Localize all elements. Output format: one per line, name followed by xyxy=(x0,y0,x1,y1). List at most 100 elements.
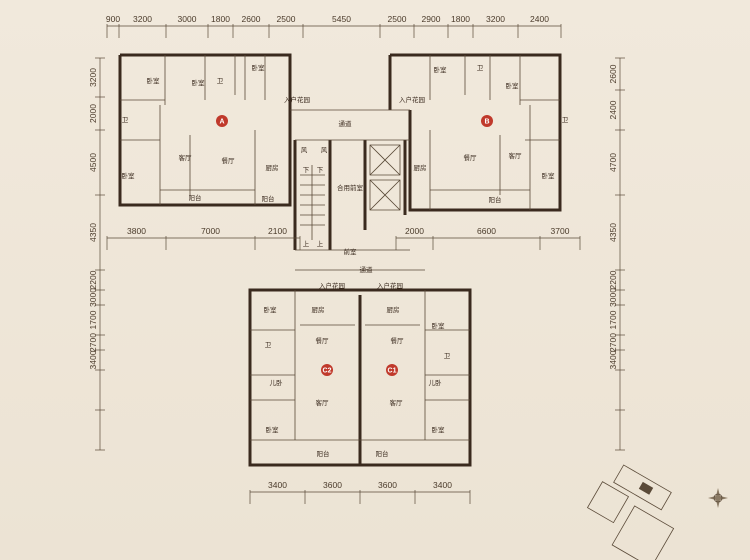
room-label-core: 合用前室 xyxy=(337,183,364,192)
room-label-unit-c2: 卧室 xyxy=(264,305,278,314)
left-dimension-value: 4350 xyxy=(88,223,98,242)
right-dimension-value: 4700 xyxy=(608,153,618,172)
site-key-plan xyxy=(586,464,675,560)
svg-text:A: A xyxy=(219,119,224,126)
room-label-core: 入户花园 xyxy=(377,281,403,290)
room-label-core: 风 xyxy=(301,146,308,154)
room-label-unit-a: 阳台 xyxy=(262,194,275,203)
room-label-core: 通道 xyxy=(360,265,374,274)
middle-dimension-left-value: 2100 xyxy=(268,226,287,236)
room-label-core: 入户花园 xyxy=(319,281,345,290)
top-dimension-value: 2600 xyxy=(242,14,261,24)
left-dimension-value: 4500 xyxy=(88,153,98,172)
right-dimension-value: 1700 xyxy=(608,310,618,329)
compass-rose-icon xyxy=(708,488,728,508)
room-label-unit-c2: 餐厅 xyxy=(316,336,330,345)
room-label-unit-a: 厨房 xyxy=(266,163,279,172)
right-dimension-value: 3000 xyxy=(608,288,618,307)
unit-marker-a: A xyxy=(216,115,228,127)
room-label-unit-a: 卫 xyxy=(122,116,129,124)
left-dimension-value: 1700 xyxy=(88,310,98,329)
right-dimension-value: 2400 xyxy=(608,100,618,119)
left-dimension-value: 2700 xyxy=(88,333,98,352)
right-dimension-value: 2700 xyxy=(608,333,618,352)
room-label-unit-c1: 厨房 xyxy=(387,305,400,314)
room-label-unit-a: 阳台 xyxy=(189,193,202,202)
room-label-unit-a: 餐厅 xyxy=(222,156,236,165)
room-label-unit-b: 厨房 xyxy=(414,163,427,172)
left-dimension-value: 3400 xyxy=(88,350,98,369)
room-label-unit-a: 入户花园 xyxy=(284,95,310,104)
unit-a-walls xyxy=(118,53,292,207)
left-dimension-value: 2200 xyxy=(88,270,98,289)
top-dimension-value: 2500 xyxy=(277,14,296,24)
room-label-unit-c2: 儿卧 xyxy=(270,379,284,387)
svg-text:C2: C2 xyxy=(323,368,332,375)
top-dimension-value: 5450 xyxy=(332,14,351,24)
unit-c-walls xyxy=(248,269,472,467)
top-dimension-value: 3200 xyxy=(486,14,505,24)
room-label-core: 下 xyxy=(303,166,310,174)
room-label-unit-b: 客厅 xyxy=(509,151,523,160)
bottom-dimension-value: 3600 xyxy=(323,480,342,490)
room-label-unit-b: 卫 xyxy=(477,64,484,72)
middle-dimension-left-value: 3800 xyxy=(127,226,146,236)
unit-marker-c2: C2 xyxy=(321,364,333,376)
room-label-unit-b: 卧室 xyxy=(506,81,520,90)
room-label-unit-c1: 客厅 xyxy=(390,398,404,407)
room-label-core: 前室 xyxy=(344,247,358,256)
unit-markers: A B C2 C1 xyxy=(216,115,493,376)
core-walls xyxy=(290,109,410,251)
left-dimension-value: 3000 xyxy=(88,288,98,307)
room-label-unit-b: 卧室 xyxy=(434,65,448,74)
middle-dimension-right-value: 3700 xyxy=(551,226,570,236)
room-label-core: 上 xyxy=(303,239,310,248)
left-dimension-value: 3200 xyxy=(88,68,98,87)
room-label-unit-b: 入户花园 xyxy=(399,95,425,104)
room-label-unit-a: 客厅 xyxy=(179,153,193,162)
room-label-core: 上 xyxy=(317,239,324,248)
bottom-dimension-value: 3400 xyxy=(268,480,287,490)
svg-text:C1: C1 xyxy=(388,368,397,375)
top-dimension-value: 900 xyxy=(106,14,120,24)
room-label-unit-a: 卧室 xyxy=(192,78,206,87)
room-label-unit-a: 卧室 xyxy=(252,63,266,72)
left-dimension-value: 2000 xyxy=(88,104,98,123)
room-label-unit-c1: 卧室 xyxy=(432,425,446,434)
room-label-unit-c1: 餐厅 xyxy=(391,336,405,345)
room-label-core: 通道 xyxy=(339,119,353,128)
room-label-unit-a: 卧室 xyxy=(122,171,136,180)
top-dimension-value: 2500 xyxy=(388,14,407,24)
room-label-unit-c2: 卫 xyxy=(265,341,272,349)
room-label-unit-b: 阳台 xyxy=(489,195,502,204)
bottom-dimension-value: 3600 xyxy=(378,480,397,490)
middle-dimension-right-value: 2000 xyxy=(405,226,424,236)
room-label-unit-c1: 儿卧 xyxy=(429,379,443,387)
top-dimension-value: 2900 xyxy=(422,14,441,24)
room-label-unit-c2: 卧室 xyxy=(266,425,280,434)
room-label-unit-c1: 卧室 xyxy=(432,321,446,330)
right-dimension-value: 2600 xyxy=(608,64,618,83)
top-dimension-value: 1800 xyxy=(451,14,470,24)
middle-dimension-left-value: 7000 xyxy=(201,226,220,236)
room-label-unit-c1: 阳台 xyxy=(376,449,389,458)
room-label-unit-c1: 卫 xyxy=(444,352,451,360)
unit-marker-c1: C1 xyxy=(386,364,398,376)
svg-text:B: B xyxy=(484,119,489,126)
top-dimension-value: 3200 xyxy=(133,14,152,24)
room-label-unit-b: 卫 xyxy=(562,116,569,124)
unit-b-walls xyxy=(388,53,562,212)
room-label-core: 下 xyxy=(317,166,324,174)
top-dimension-value: 1800 xyxy=(211,14,230,24)
room-label-unit-a: 卧室 xyxy=(147,76,161,85)
top-dimension-value: 3000 xyxy=(178,14,197,24)
right-dimension-value: 2200 xyxy=(608,270,618,289)
room-label-unit-b: 卧室 xyxy=(542,171,556,180)
top-dimension-value: 2400 xyxy=(530,14,549,24)
middle-dimension-right-value: 6600 xyxy=(477,226,496,236)
room-label-unit-c2: 客厅 xyxy=(316,398,330,407)
right-dimension-value: 3400 xyxy=(608,350,618,369)
room-label-unit-c2: 阳台 xyxy=(317,449,330,458)
